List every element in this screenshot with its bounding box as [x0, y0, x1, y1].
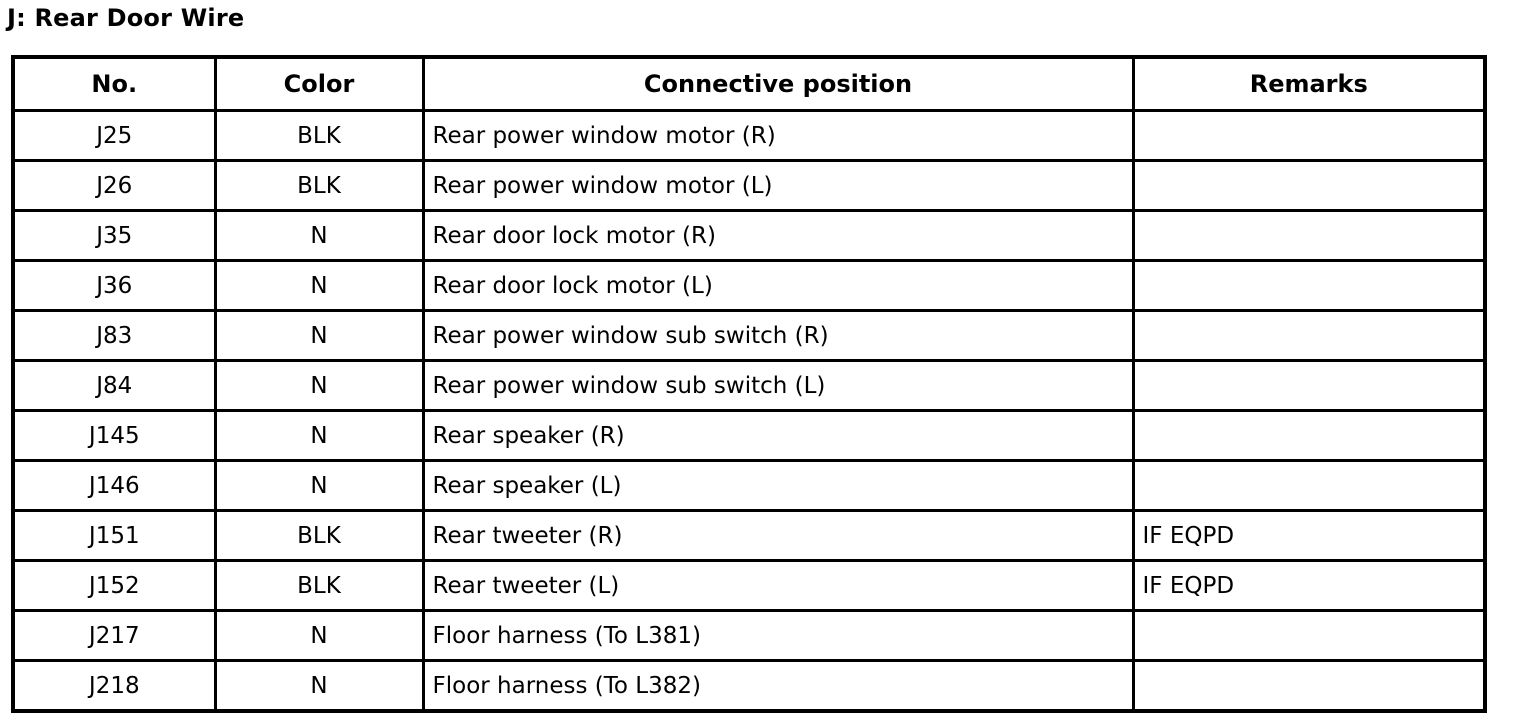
column-header-no: No.	[11, 55, 217, 112]
cell-remarks	[1131, 109, 1487, 162]
cell-connective-position: Rear speaker (R)	[421, 409, 1135, 462]
cell-no: J25	[11, 109, 217, 162]
cell-no: J146	[11, 459, 217, 512]
cell-color: BLK	[213, 559, 425, 612]
cell-connective-position: Rear door lock motor (R)	[421, 209, 1135, 262]
cell-color: N	[213, 359, 425, 412]
cell-remarks: IF EQPD	[1131, 559, 1487, 612]
cell-remarks	[1131, 309, 1487, 362]
table-header-row: No. Color Connective position Remarks	[11, 55, 1487, 112]
cell-remarks	[1131, 259, 1487, 312]
cell-remarks	[1131, 409, 1487, 462]
page-title: J: Rear Door Wire	[7, 4, 245, 32]
cell-color: N	[213, 459, 425, 512]
cell-color: N	[213, 259, 425, 312]
page-root: J: Rear Door Wire No. Color Connective p…	[7, 4, 1487, 713]
cell-no: J36	[11, 259, 217, 312]
cell-no: J217	[11, 609, 217, 662]
cell-no: J84	[11, 359, 217, 412]
cell-no: J152	[11, 559, 217, 612]
cell-connective-position: Floor harness (To L382)	[421, 659, 1135, 713]
cell-no: J26	[11, 159, 217, 212]
cell-remarks	[1131, 159, 1487, 212]
cell-connective-position: Rear power window motor (R)	[421, 109, 1135, 162]
column-header-remarks: Remarks	[1131, 55, 1487, 112]
cell-connective-position: Rear tweeter (R)	[421, 509, 1135, 562]
cell-color: N	[213, 659, 425, 713]
cell-remarks	[1131, 459, 1487, 512]
cell-connective-position: Floor harness (To L381)	[421, 609, 1135, 662]
cell-remarks: IF EQPD	[1131, 509, 1487, 562]
cell-color: BLK	[213, 159, 425, 212]
cell-remarks	[1131, 609, 1487, 662]
cell-connective-position: Rear tweeter (L)	[421, 559, 1135, 612]
cell-remarks	[1131, 359, 1487, 412]
cell-color: N	[213, 609, 425, 662]
cell-no: J151	[11, 509, 217, 562]
cell-connective-position: Rear power window motor (L)	[421, 159, 1135, 212]
column-header-connective-position: Connective position	[421, 55, 1135, 112]
wire-table-container: No. Color Connective position Remarks J2…	[11, 55, 1487, 713]
cell-color: BLK	[213, 509, 425, 562]
cell-remarks	[1131, 209, 1487, 262]
cell-color: N	[213, 409, 425, 462]
cell-connective-position: Rear power window sub switch (R)	[421, 309, 1135, 362]
cell-remarks	[1131, 659, 1487, 713]
cell-connective-position: Rear power window sub switch (L)	[421, 359, 1135, 412]
cell-no: J83	[11, 309, 217, 362]
cell-no: J35	[11, 209, 217, 262]
cell-no: J218	[11, 659, 217, 713]
cell-color: N	[213, 209, 425, 262]
table-header: No. Color Connective position Remarks	[11, 55, 1487, 112]
cell-no: J145	[11, 409, 217, 462]
rear-door-wire-table: No. Color Connective position Remarks J2…	[11, 55, 1487, 713]
cell-connective-position: Rear door lock motor (L)	[421, 259, 1135, 312]
cell-color: BLK	[213, 109, 425, 162]
column-header-color: Color	[213, 55, 425, 112]
cell-connective-position: Rear speaker (L)	[421, 459, 1135, 512]
cell-color: N	[213, 309, 425, 362]
